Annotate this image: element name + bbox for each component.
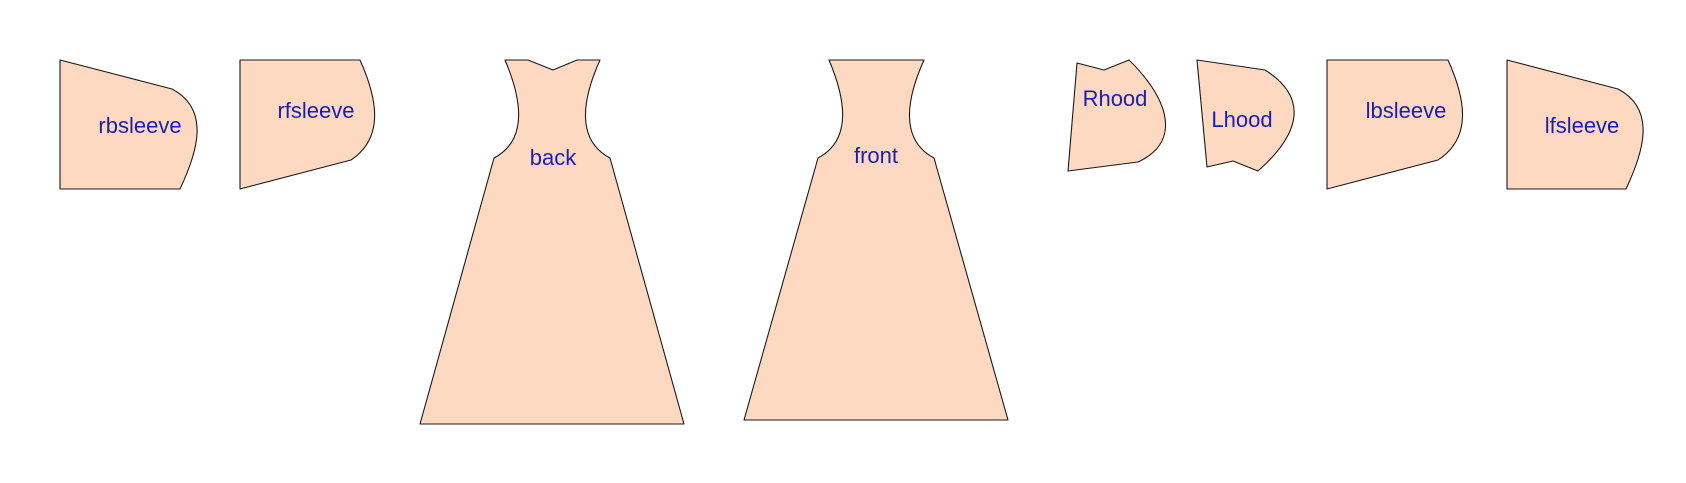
pattern-piece-lhood-shape: [1196, 59, 1295, 172]
pattern-piece-rhood-label: Rhood: [1083, 86, 1148, 111]
pattern-piece-back-shape: [419, 59, 685, 425]
pattern-piece-lfsleeve-shape: [1506, 59, 1644, 190]
pattern-piece-rhood: Rhood: [1067, 59, 1166, 172]
pattern-piece-rfsleeve-label: rfsleeve: [277, 98, 354, 123]
pattern-piece-lfsleeve-label: lfsleeve: [1545, 113, 1620, 138]
pattern-piece-back: back: [419, 59, 685, 425]
pattern-piece-lbsleeve: lbsleeve: [1326, 59, 1464, 190]
pattern-piece-rbsleeve: rbsleeve: [59, 59, 198, 190]
pattern-piece-back-label: back: [530, 145, 577, 170]
pattern-piece-front: front: [743, 59, 1009, 421]
pattern-piece-rhood-shape: [1067, 59, 1166, 172]
pattern-piece-rbsleeve-shape: [59, 59, 198, 190]
pattern-piece-rbsleeve-label: rbsleeve: [98, 113, 181, 138]
pattern-piece-lbsleeve-shape: [1326, 59, 1464, 190]
pattern-piece-rfsleeve: rfsleeve: [239, 59, 376, 190]
pattern-piece-lfsleeve: lfsleeve: [1506, 59, 1644, 190]
pattern-piece-lbsleeve-label: lbsleeve: [1366, 98, 1447, 123]
pattern-piece-lhood-label: Lhood: [1211, 107, 1272, 132]
pattern-piece-lhood: Lhood: [1196, 59, 1295, 172]
pattern-piece-front-shape: [743, 59, 1009, 421]
pattern-piece-rfsleeve-shape: [239, 59, 376, 190]
pattern-piece-front-label: front: [854, 143, 898, 168]
